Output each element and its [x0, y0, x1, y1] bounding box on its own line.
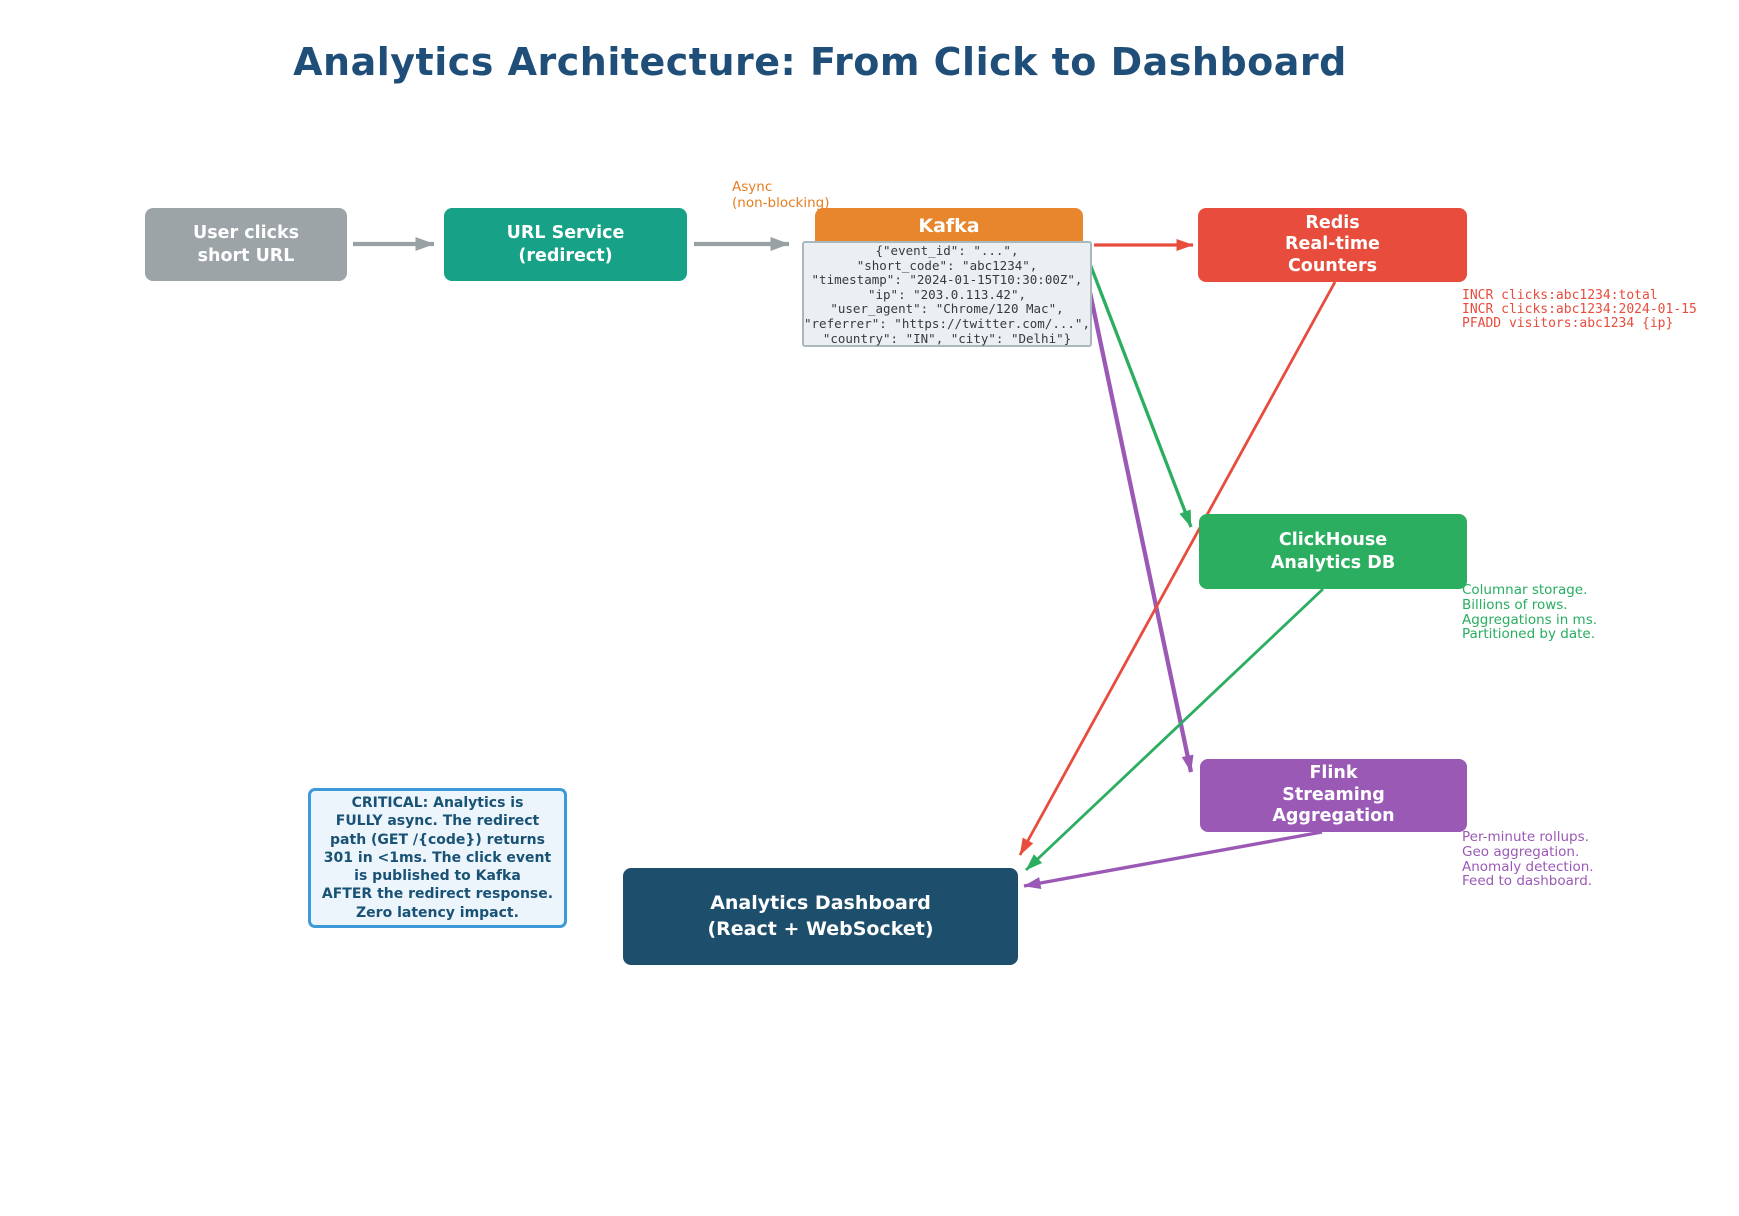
node-url-service: URL Service(redirect): [444, 208, 687, 281]
arrow-redis-to-dashboard: [1018, 281, 1337, 856]
annotation-flink-notes: Per-minute rollups.Geo aggregation.Anoma…: [1462, 829, 1594, 890]
kafka-event-payload: {"event_id": "...","short_code": "abc123…: [802, 241, 1092, 347]
node-url-service-label: URL Service(redirect): [506, 223, 625, 266]
node-analytics-dashboard-label: Analytics Dashboard(React + WebSocket): [707, 892, 934, 940]
annotation-async-nonblocking: Async(non-blocking): [732, 179, 830, 211]
node-kafka-label: Kafka: [918, 215, 980, 237]
kafka-event-json: {"event_id": "...","short_code": "abc123…: [804, 243, 1090, 346]
arrow-kafka-to-clickhouse: [1088, 263, 1193, 528]
arrow-flink-to-dashboard: [1023, 830, 1323, 889]
diagram-title: Analytics Architecture: From Click to Da…: [293, 40, 1347, 84]
node-analytics-dashboard: Analytics Dashboard(React + WebSocket): [623, 868, 1018, 965]
arrow-clickhouse-to-dashboard: [1025, 587, 1324, 872]
annotation-clickhouse-notes: Columnar storage.Billions of rows.Aggreg…: [1462, 582, 1598, 643]
arrow-kafka-to-flink: [1085, 282, 1194, 773]
